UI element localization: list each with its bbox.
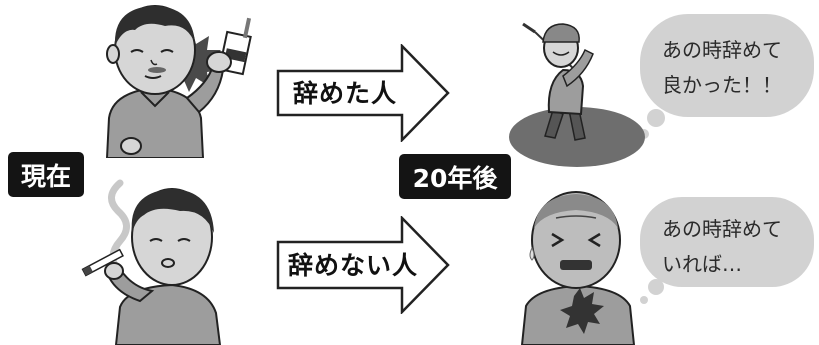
label-20-years-later-text: 20年後 (412, 163, 498, 193)
speech-bubble-regret (640, 197, 814, 304)
arrow-quit-label: 辞めた人 (293, 79, 398, 108)
label-20-years-later: 20年後 (399, 154, 511, 199)
elderly-man-in-pain-icon (520, 191, 636, 345)
arrow-not-quit-label: 辞めない人 (288, 251, 419, 280)
label-now: 現在 (8, 152, 84, 197)
arrow-not-quit (276, 216, 450, 314)
speech-bubble-regret-line2: いれば… (662, 252, 742, 276)
elderly-man-golfing-icon (509, 22, 645, 167)
speech-bubble-happy-line2: 良かった！！ (662, 73, 782, 97)
speech-bubble-happy-line1: あの時辞めて (662, 38, 782, 62)
man-throwing-away-cigarettes-icon (105, 5, 252, 158)
arrow-quit (276, 44, 450, 142)
speech-bubble-regret-line1: あの時辞めて (662, 217, 782, 241)
label-now-text: 現在 (20, 161, 71, 191)
man-smoking-icon (81, 179, 222, 345)
